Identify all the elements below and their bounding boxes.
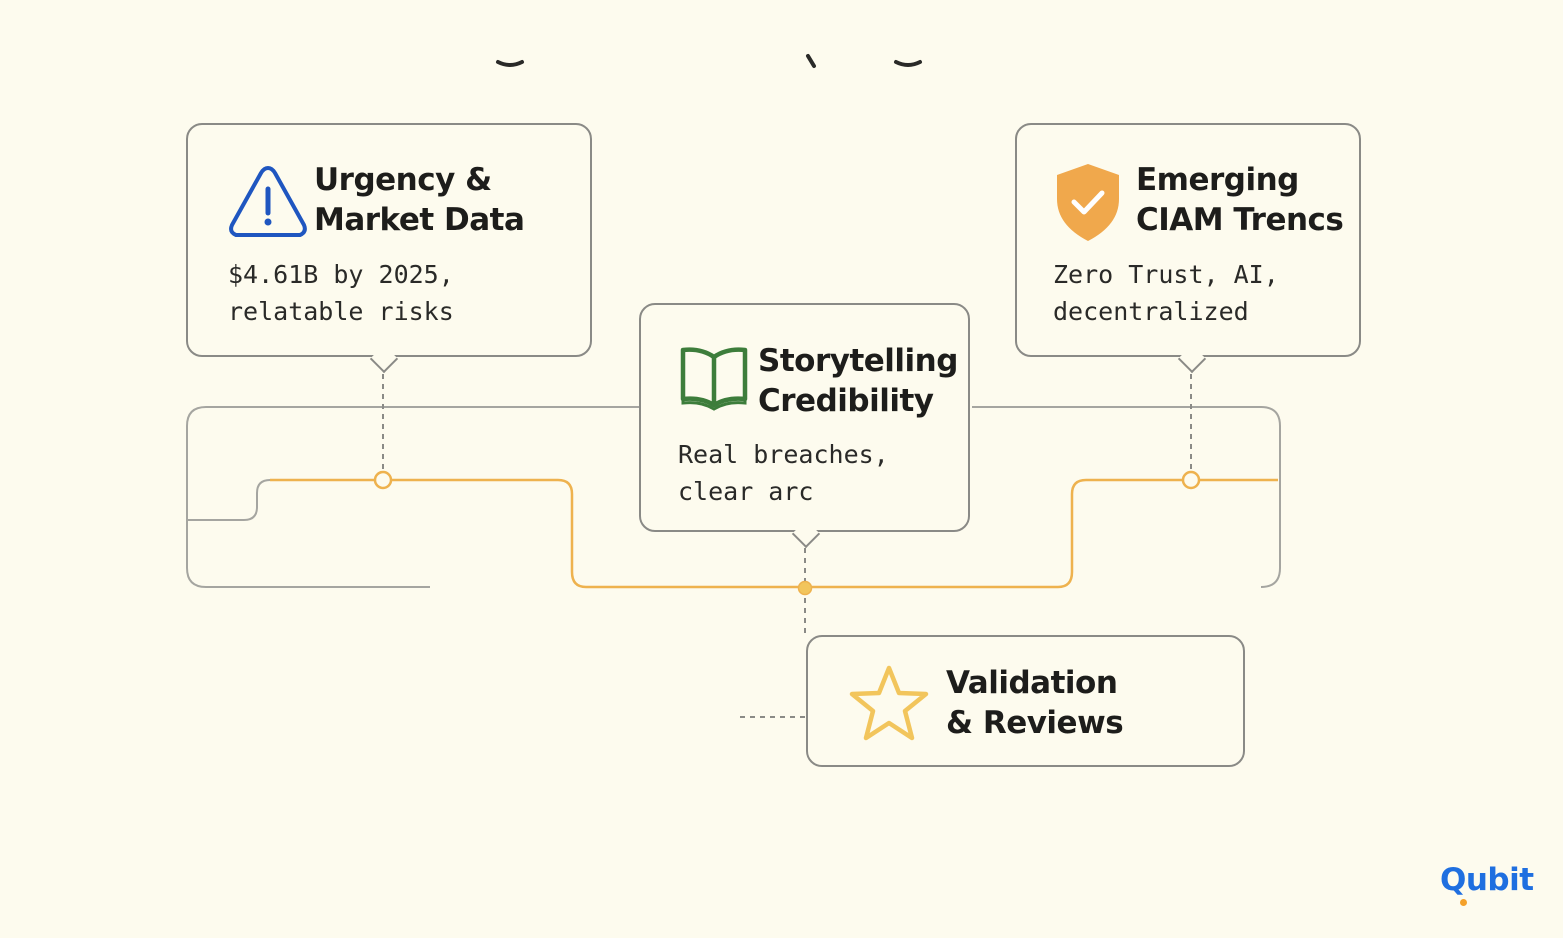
card-validation: Validation & Reviews	[806, 635, 1245, 767]
gray-frame-right	[972, 406, 1281, 588]
card-body: Real breaches, clear arc	[678, 440, 889, 506]
card-urgency: Urgency & Market Data $4.61B by 2025, re…	[186, 123, 592, 374]
open-book-icon	[680, 347, 748, 411]
card-title: Emerging CIAM Trencs	[1136, 162, 1344, 238]
card-body: $4.61B by 2025, relatable risks	[228, 260, 454, 326]
node-storytelling	[797, 580, 813, 596]
shield-check-icon	[1057, 164, 1119, 241]
card-title: Storytelling Credibility	[758, 343, 958, 419]
clipped-heading-fragment	[496, 54, 922, 68]
card-title: Validation & Reviews	[946, 665, 1124, 741]
logo-dot-icon	[1460, 899, 1467, 906]
node-urgency	[373, 470, 393, 490]
star-icon	[849, 665, 929, 741]
card-title: Urgency & Market Data	[314, 162, 525, 238]
orange-track	[270, 478, 1278, 589]
gray-left-step	[187, 479, 271, 521]
card-body: Zero Trust, AI, decentralized	[1053, 260, 1279, 326]
card-emerging: Emerging CIAM Trencs Zero Trust, AI, dec…	[1015, 123, 1361, 374]
card-storytelling: Storytelling Credibility Real breaches, …	[639, 303, 970, 549]
logo-text: Qubit	[1440, 862, 1534, 898]
node-emerging	[1181, 470, 1201, 490]
qubit-logo: Qubit	[1440, 862, 1534, 898]
warning-triangle-icon	[229, 166, 307, 237]
gray-frame-left	[186, 406, 640, 588]
